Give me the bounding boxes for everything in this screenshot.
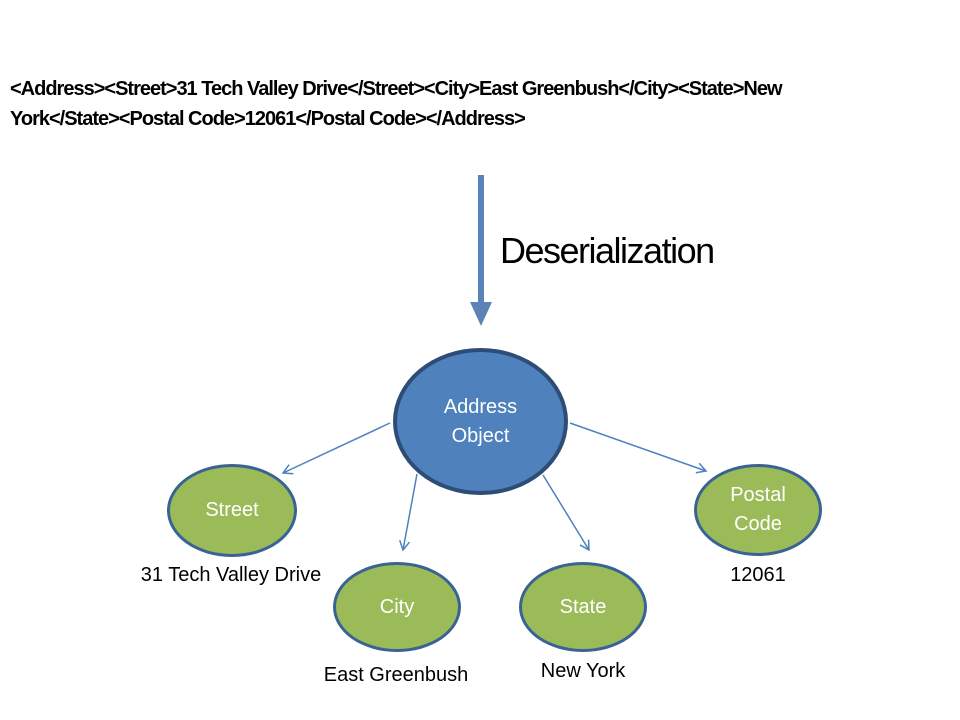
connector-root-state [542, 474, 590, 552]
deserialization-label: Deserialization [500, 230, 715, 271]
node-address-object-label: Address Object [443, 395, 518, 447]
node-state: State [519, 562, 647, 652]
xml-serialized-text: <Address><Street>31 Tech Valley Drive</S… [10, 74, 783, 134]
node-state-label: State [559, 595, 607, 618]
node-address-object: Address Object [393, 348, 568, 495]
connector-root-postal [569, 422, 708, 474]
value-state: New York [540, 660, 626, 682]
xml-text-line2: York</State><Postal Code>12061</Postal C… [10, 108, 526, 130]
connector-root-city [399, 473, 418, 552]
deserialization-arrow [470, 175, 492, 326]
connector-root-street [281, 422, 391, 475]
node-city-label: City [379, 595, 415, 618]
value-street: 31 Tech Valley Drive [140, 564, 322, 586]
node-postal-code: Postal Code [694, 464, 822, 556]
value-postal-code: 12061 [730, 564, 786, 586]
xml-text-line1: <Address><Street>31 Tech Valley Drive</S… [10, 78, 783, 100]
node-street-label: Street [205, 499, 259, 521]
node-postal-code-label: Postal Code [730, 484, 786, 535]
value-city: East Greenbush [323, 664, 469, 686]
node-street: Street [167, 464, 297, 557]
node-city: City [333, 562, 461, 652]
